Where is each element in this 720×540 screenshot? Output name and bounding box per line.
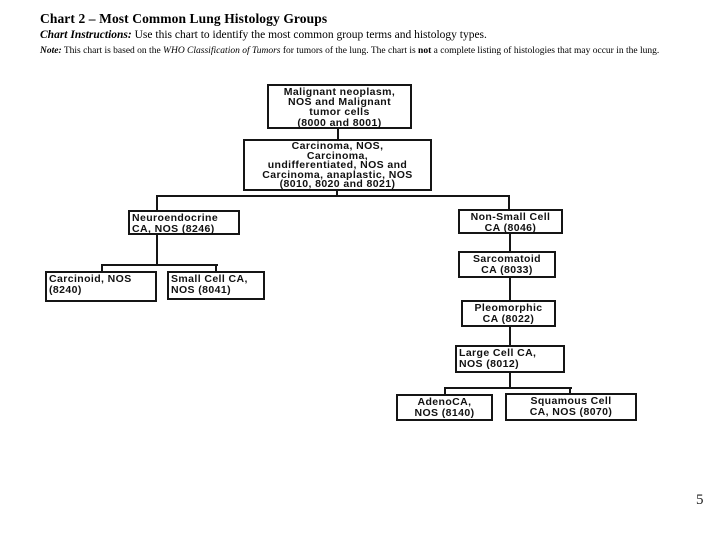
chart-note: Note: This chart is based on the WHO Cla… xyxy=(40,46,682,57)
node-adenoca-nos: AdenoCA, NOS (8140) xyxy=(396,394,493,421)
node-carcinoid-nos: Carcinoid, NOS (8240) xyxy=(45,271,157,302)
instructions-text: Use this chart to identify the most comm… xyxy=(131,29,487,41)
connector-drop-small-cell xyxy=(215,264,217,272)
connector-drop-squamous xyxy=(569,387,571,394)
connector-branch-horizontal xyxy=(157,195,510,197)
connector-drop-neuroendocrine xyxy=(156,195,158,210)
note-text-3: a complete listing of histologies that m… xyxy=(431,46,660,56)
connector-bottom-children-horizontal xyxy=(444,387,572,389)
page-number: 5 xyxy=(696,492,704,508)
connector-neuroendocrine-stub xyxy=(156,235,158,266)
node-small-cell-ca: Small Cell CA, NOS (8041) xyxy=(167,271,265,300)
connector-drop-carcinoid xyxy=(101,264,103,272)
connector-pleomorphic-largecell xyxy=(509,327,511,345)
node-pleomorphic-ca: Pleomorphic CA (8022) xyxy=(461,300,556,327)
connector-malignant-carcinoma xyxy=(337,129,339,139)
connector-sarcomatoid-pleomorphic xyxy=(509,278,511,300)
connector-drop-non-small-cell xyxy=(508,195,510,209)
connector-carcinoma-stub xyxy=(336,191,338,197)
connector-drop-adenoca xyxy=(444,387,446,394)
note-emphasis-not: not xyxy=(418,46,432,56)
node-squamous-cell-ca: Squamous Cell CA, NOS (8070) xyxy=(505,393,637,421)
note-text-2: for tumors of the lung. The chart is xyxy=(280,46,419,56)
instructions-label: Chart Instructions: xyxy=(40,29,132,41)
connector-left-children-horizontal xyxy=(102,264,218,266)
note-who-classification: WHO Classification of Tumors xyxy=(163,46,281,56)
connector-nonsmall-sarcomatoid xyxy=(509,234,511,251)
note-text-1: This chart is based on the xyxy=(61,46,164,56)
node-sarcomatoid-ca: Sarcomatoid CA (8033) xyxy=(458,251,556,278)
node-large-cell-ca: Large Cell CA, NOS (8012) xyxy=(455,345,565,373)
connector-largecell-stub xyxy=(509,373,511,389)
node-carcinoma-nos: Carcinoma, NOS, Carcinoma, undifferentia… xyxy=(243,139,432,191)
note-label: Note: xyxy=(40,46,62,56)
node-neuroendocrine-ca: Neuroendocrine CA, NOS (8246) xyxy=(128,210,240,235)
chart-instructions: Chart Instructions: Use this chart to id… xyxy=(40,29,487,41)
node-non-small-cell-ca: Non-Small Cell CA (8046) xyxy=(458,209,563,234)
page-title: Chart 2 – Most Common Lung Histology Gro… xyxy=(40,11,328,26)
node-malignant-neoplasm: Malignant neoplasm, NOS and Malignant tu… xyxy=(267,84,412,129)
